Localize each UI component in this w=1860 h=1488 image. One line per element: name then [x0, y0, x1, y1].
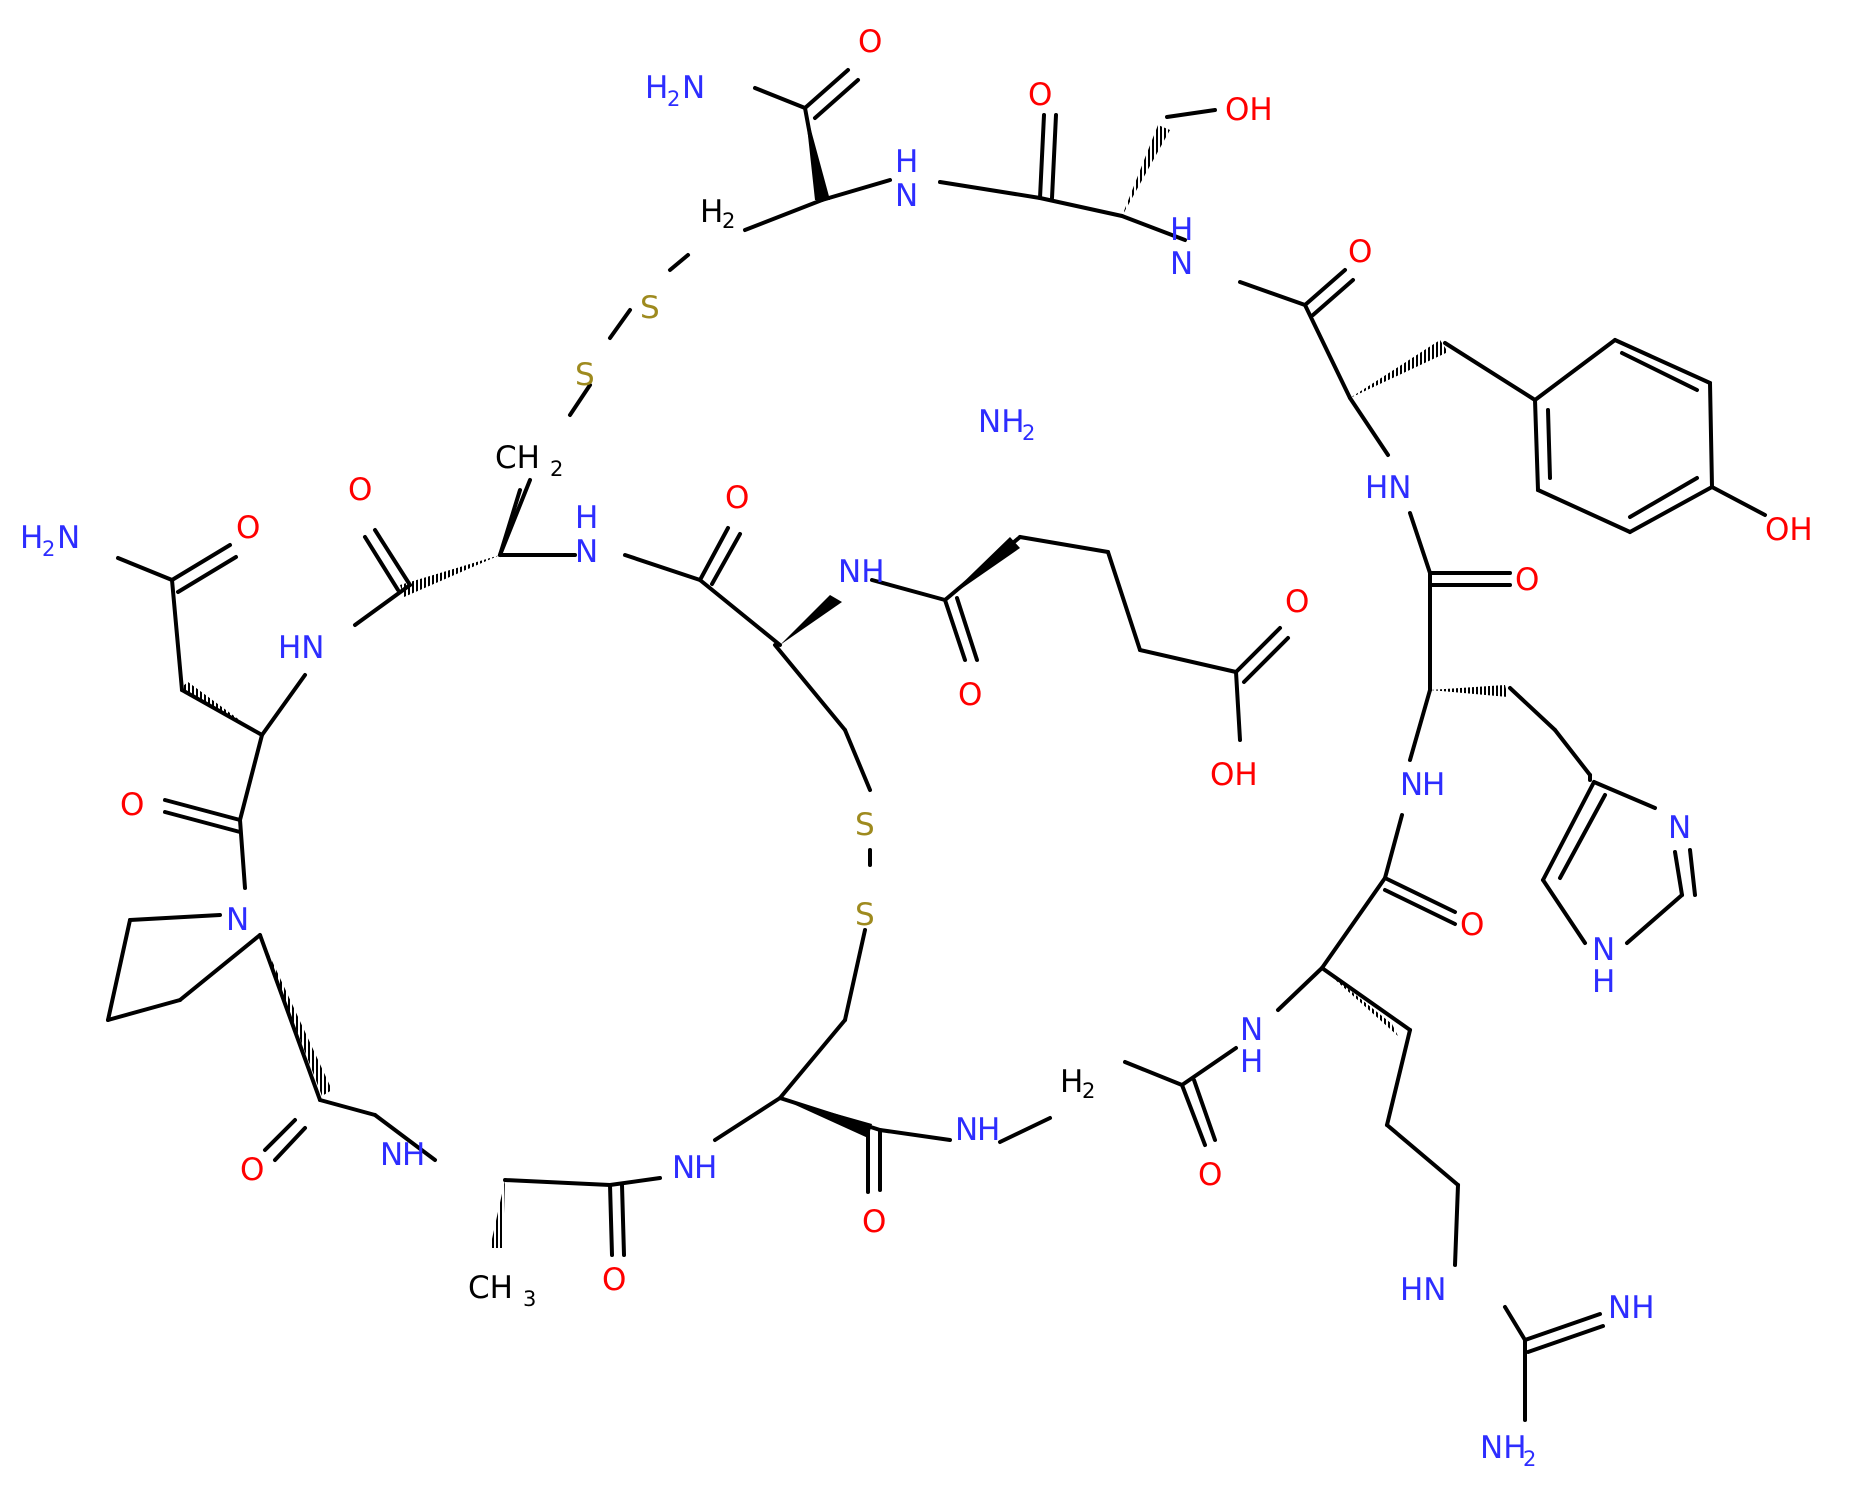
carbonyl-o-ser: O — [1028, 77, 1052, 113]
nh-arg-h: H — [1240, 1044, 1263, 1080]
sulfur-s2: S — [855, 897, 875, 933]
guanidine-nh2-n: NH — [1480, 1430, 1527, 1466]
gly-ch2-h: H — [1060, 1064, 1083, 1100]
carbonyl-o-asn: O — [120, 787, 144, 823]
atom-labels: H 2 N O H 2 H N O OH H N O OH HN O N H N… — [20, 24, 1813, 1471]
proline-n: N — [226, 902, 249, 938]
nh-glu-n: NH — [838, 554, 885, 590]
carbonyl-o-gly: O — [1198, 1157, 1222, 1193]
amide-n-label-top-n: N — [682, 70, 705, 106]
carbonyl-o-tyr: O — [1348, 234, 1372, 270]
nh-top-h: H — [895, 144, 918, 180]
sulfur-upper-s1: S — [640, 290, 660, 326]
carbonyl-o-his: O — [1515, 562, 1539, 598]
nh-top-n: N — [895, 178, 918, 214]
nh-ala-h: H — [402, 1137, 425, 1173]
asn-h2n-sub: 2 — [42, 537, 55, 561]
nh-arg-n: N — [1240, 1012, 1263, 1048]
carbonyl-o-cys2: O — [862, 1204, 886, 1240]
nh-his-h: H — [1422, 767, 1445, 803]
gly-ch2-sub: 2 — [1082, 1079, 1095, 1103]
nh-ser-h: H — [1170, 212, 1193, 248]
carbonyl-o-ala: O — [602, 1262, 626, 1298]
carbonyl-o-top: O — [858, 24, 882, 60]
hydroxyl-tyr: OH — [1765, 512, 1813, 548]
carbonyl-o-cys1: O — [348, 472, 372, 508]
sulfur-upper-s2: S — [575, 357, 595, 393]
asn-h2n-h: H — [20, 520, 43, 556]
nh-gly-n: N — [955, 1112, 978, 1148]
nh-cys2-h: H — [694, 1150, 717, 1186]
subscript-2: 2 — [667, 87, 680, 111]
guanidine-nh2-sub: 2 — [1523, 1447, 1536, 1471]
glu-acid-o: O — [1285, 584, 1309, 620]
nh-cys2-n: N — [672, 1150, 695, 1186]
nh-cys1-n: N — [575, 534, 598, 570]
bond-lines — [106, 68, 1767, 1422]
ch2-top-sub: 2 — [722, 209, 735, 233]
imidazole-nh-n: N — [1592, 932, 1615, 968]
nh-asn: HN — [278, 630, 325, 666]
ala-ch3-sub: 3 — [523, 1287, 536, 1311]
ch2-lower-c: CH — [495, 440, 540, 476]
ch2-lower-sub: 2 — [550, 457, 563, 481]
sulfur-s1: S — [855, 807, 875, 843]
nh-tyr: HN — [1365, 470, 1412, 506]
carbonyl-o-arg: O — [1460, 907, 1484, 943]
glu-nh2-n: NH — [978, 404, 1025, 440]
glu-acid-oh: OH — [1210, 757, 1258, 793]
nh-gly-h: H — [977, 1112, 1000, 1148]
nh-ala-n: N — [380, 1137, 403, 1173]
imidazole-n: N — [1668, 810, 1691, 846]
imidazole-nh-h: H — [1592, 964, 1615, 1000]
carbonyl-o-glu: O — [958, 677, 982, 713]
glu-nh2-sub: 2 — [1022, 421, 1035, 445]
carbonyl-o-cys3: O — [725, 480, 749, 516]
nh-ser-n: N — [1170, 246, 1193, 282]
ala-ch3-c: CH — [468, 1270, 513, 1306]
stereo-bonds — [178, 108, 1508, 1248]
asn-h2n-n: N — [57, 520, 80, 556]
asn-side-o: O — [236, 510, 260, 546]
nh-cys1-h: H — [575, 500, 598, 536]
nh-his-n: N — [1400, 767, 1423, 803]
guanidine-hn: HN — [1400, 1272, 1447, 1308]
amide-n-label-top: H — [645, 70, 668, 106]
ch2-top-h: H — [700, 194, 723, 230]
guanidine-nh: NH — [1608, 1290, 1655, 1326]
hydroxyl-ser: OH — [1225, 92, 1273, 128]
carbonyl-o-pro: O — [240, 1152, 264, 1188]
